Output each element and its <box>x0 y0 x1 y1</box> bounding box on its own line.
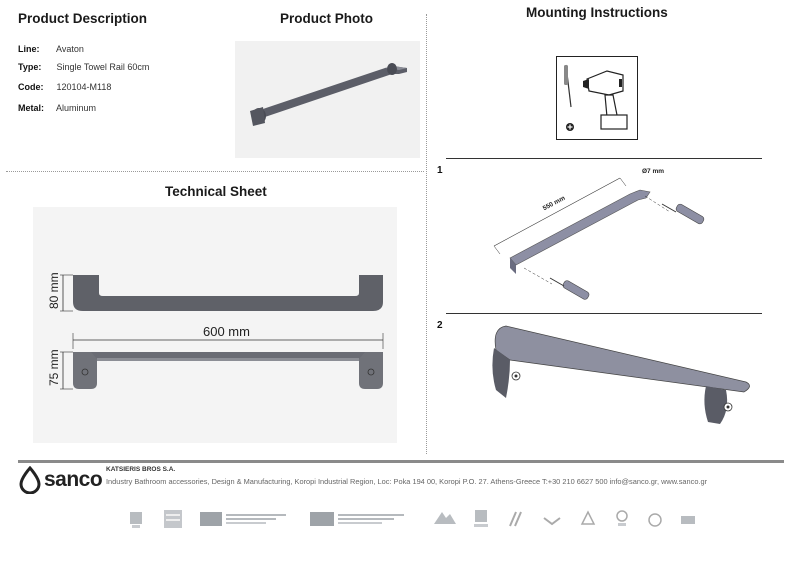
brand-logo: sanco <box>44 468 103 491</box>
step1-separator <box>446 158 762 159</box>
step2-separator <box>446 313 762 314</box>
product-photo-heading: Product Photo <box>280 11 373 26</box>
cert-logo-11 <box>646 508 664 530</box>
hole-diameter-label: Ø7 mm <box>642 168 665 175</box>
sanco-logo-mark <box>18 465 42 495</box>
horizontal-divider <box>6 171 424 172</box>
spec-line-value: Avaton <box>56 44 84 54</box>
height-top-dimension: 80 mm <box>47 272 61 309</box>
spec-metal-value: Aluminum <box>56 103 97 113</box>
spec-code-label: Code: <box>18 82 44 92</box>
width-dimension: 600 mm <box>203 324 250 339</box>
product-description-heading: Product Description <box>18 11 148 26</box>
spec-line: Line: Avaton <box>18 44 84 54</box>
spec-metal-label: Metal: <box>18 103 45 113</box>
footer-divider <box>18 460 784 463</box>
tools-box <box>556 56 638 140</box>
product-photo <box>235 41 420 158</box>
step2-number: 2 <box>437 320 443 331</box>
technical-drawing <box>60 274 384 390</box>
company-info: Industry Bathroom accessories, Design & … <box>106 477 708 486</box>
spec-metal: Metal: Aluminum <box>18 103 96 113</box>
spec-type-label: Type: <box>18 62 42 72</box>
rail-mounted-diagram <box>492 325 750 424</box>
step1-drawing: Ø7 mm 550 mm <box>480 164 740 310</box>
vertical-divider <box>426 14 427 454</box>
cert-logo-10 <box>612 508 632 530</box>
spec-code-value: 120104-M118 <box>56 82 112 92</box>
cert-logo-8 <box>542 508 562 530</box>
spec-code: Code: 120104-M118 <box>18 82 111 92</box>
technical-sheet-heading: Technical Sheet <box>165 184 267 199</box>
technical-sheet: 80 mm 600 mm 75 mm <box>33 207 397 443</box>
cert-logo-12 <box>678 508 698 530</box>
towel-rail-photo <box>250 63 407 126</box>
company-name: KATSIERIS BROS S.A. <box>106 466 176 473</box>
cert-logo-7 <box>506 508 526 530</box>
environmental-management-cert <box>310 508 410 530</box>
screwdriver-drill-icon <box>564 64 628 131</box>
spec-type: Type: Single Towel Rail 60cm <box>18 62 149 72</box>
mounting-instructions-heading: Mounting Instructions <box>526 5 668 20</box>
cert-logo-6 <box>472 508 490 530</box>
height-side-dimension: 75 mm <box>47 349 61 386</box>
cert-logo-2 <box>163 508 183 530</box>
cert-logo-9 <box>578 508 598 530</box>
spec-type-value: Single Towel Rail 60cm <box>56 62 150 72</box>
cert-logo-5 <box>432 508 458 530</box>
rail-drilling-diagram <box>493 177 705 300</box>
spec-line-label: Line: <box>18 44 40 54</box>
drop-logo-icon <box>19 465 41 495</box>
quality-management-cert <box>200 508 290 530</box>
step2-drawing <box>480 320 760 438</box>
step1-number: 1 <box>437 165 443 176</box>
cert-logo-1 <box>128 508 144 530</box>
